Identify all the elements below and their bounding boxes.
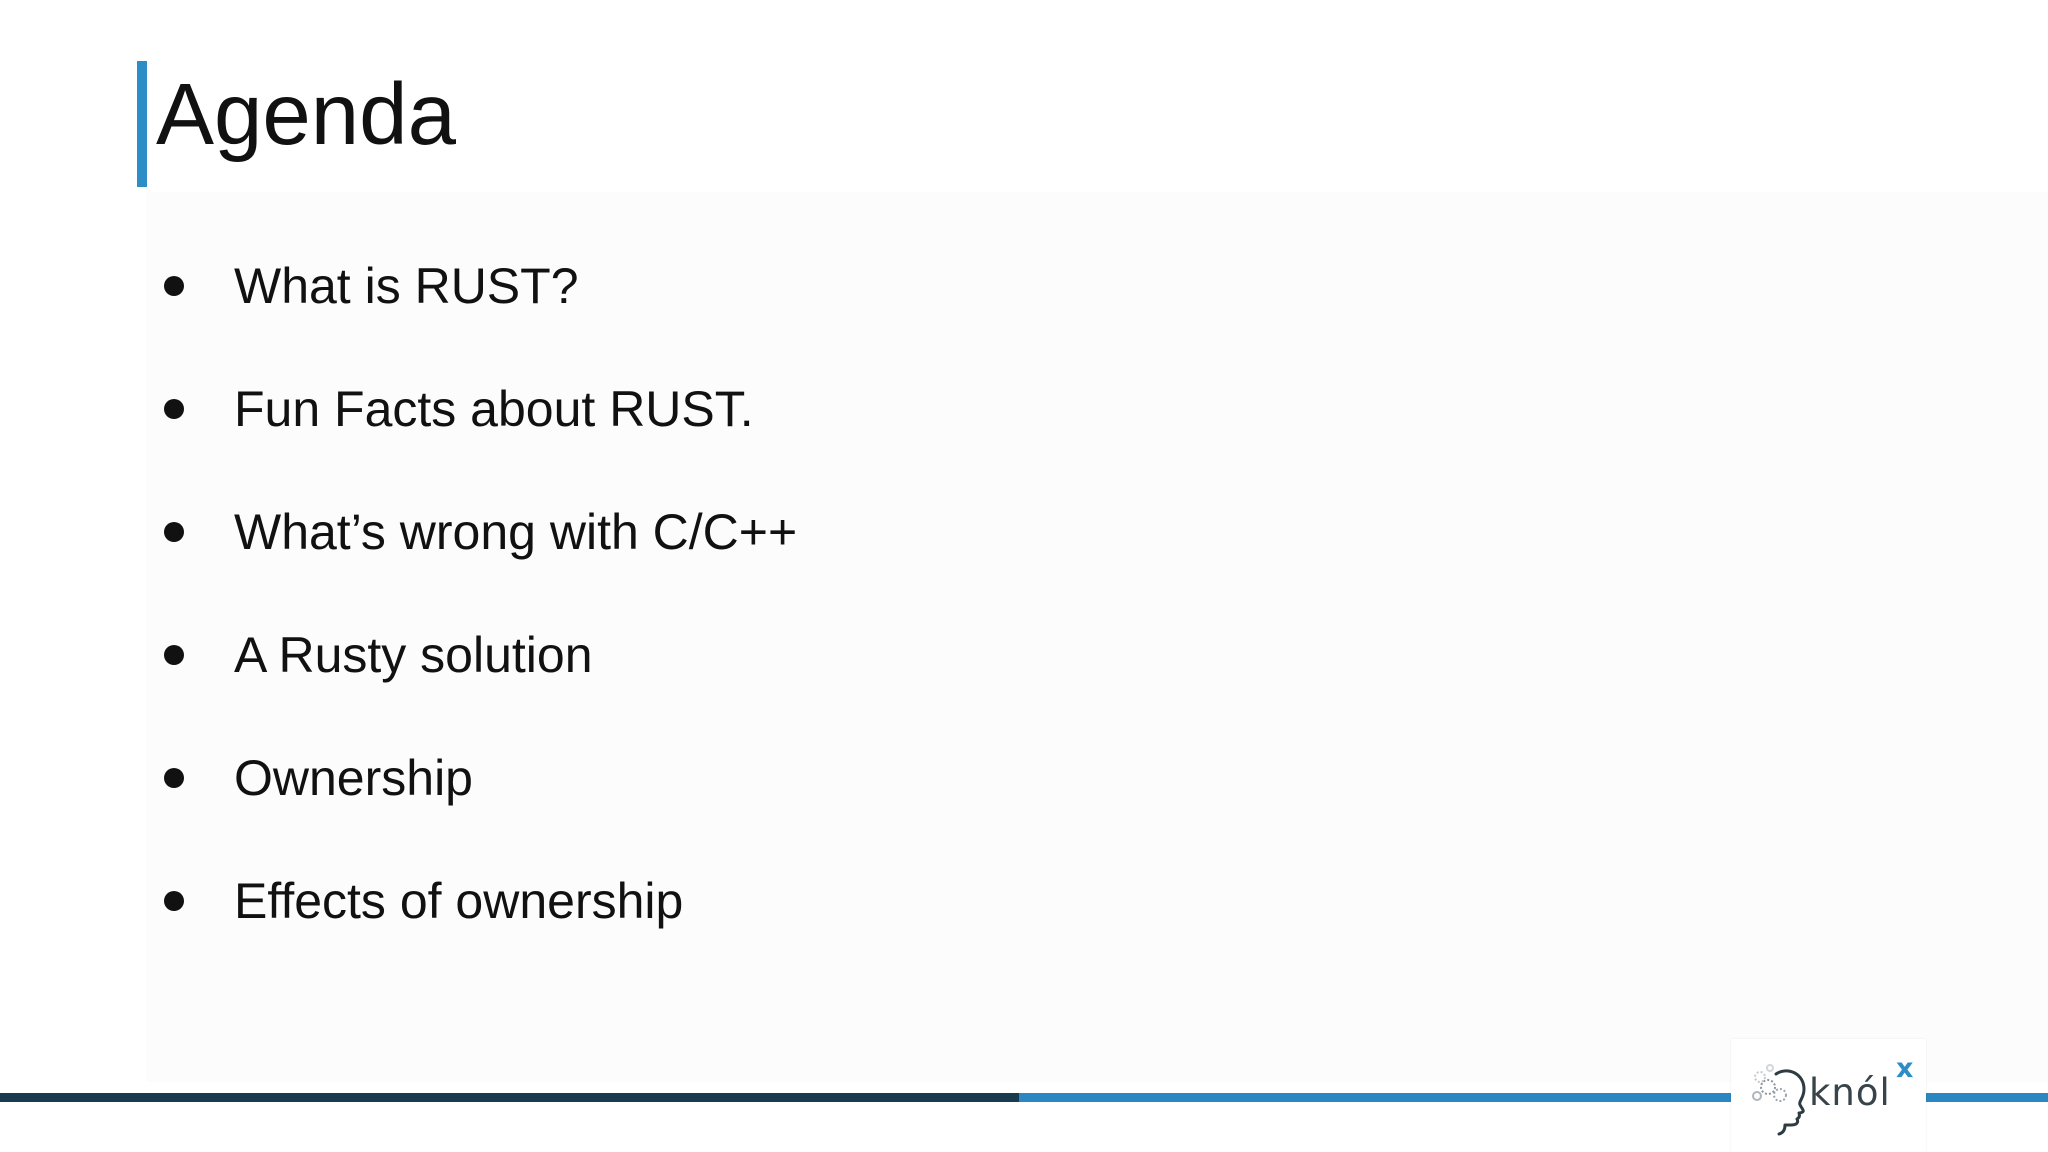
agenda-item-label: Ownership bbox=[234, 750, 473, 806]
agenda-item: Effects of ownership bbox=[164, 863, 797, 986]
agenda-item-label: What is RUST? bbox=[234, 258, 579, 314]
content-panel bbox=[146, 192, 2048, 1082]
agenda-item: Fun Facts about RUST. bbox=[164, 371, 797, 494]
agenda-item-label: A Rusty solution bbox=[234, 627, 593, 683]
agenda-item: A Rusty solution bbox=[164, 617, 797, 740]
agenda-item-label: Fun Facts about RUST. bbox=[234, 381, 754, 437]
bullet-icon bbox=[164, 276, 184, 296]
agenda-item: Ownership bbox=[164, 740, 797, 863]
bullet-icon bbox=[164, 522, 184, 542]
slide-title: Agenda bbox=[156, 66, 456, 163]
logo-wordmark: knól bbox=[1809, 1071, 1891, 1114]
agenda-list: What is RUST? Fun Facts about RUST. What… bbox=[164, 248, 797, 986]
bullet-icon bbox=[164, 645, 184, 665]
agenda-item: What’s wrong with C/C++ bbox=[164, 494, 797, 617]
agenda-item: What is RUST? bbox=[164, 248, 797, 371]
company-logo: knól x bbox=[1731, 1039, 1926, 1152]
agenda-item-label: Effects of ownership bbox=[234, 873, 684, 929]
footer-line-dark bbox=[0, 1093, 1019, 1102]
logo-superscript: x bbox=[1896, 1053, 1914, 1084]
head-with-gears-icon bbox=[1752, 1064, 1806, 1136]
footer-line-blue bbox=[1019, 1093, 2048, 1102]
bullet-icon bbox=[164, 891, 184, 911]
agenda-item-label: What’s wrong with C/C++ bbox=[234, 504, 798, 560]
bullet-icon bbox=[164, 399, 184, 419]
bullet-icon bbox=[164, 768, 184, 788]
title-accent-bar bbox=[137, 61, 147, 187]
